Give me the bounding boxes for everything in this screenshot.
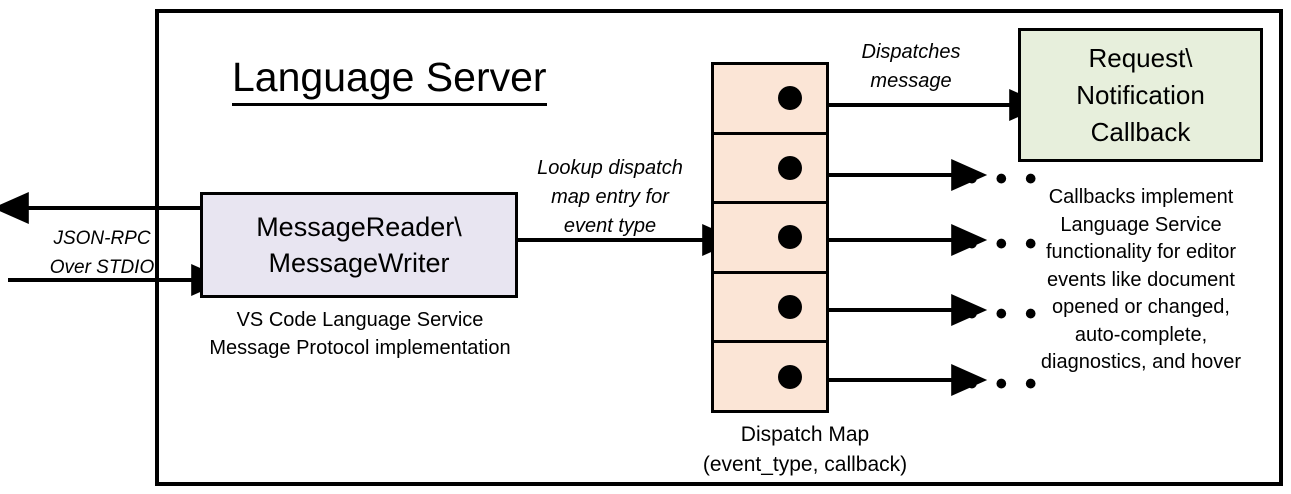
dispatch-map-row-4[interactable] (714, 273, 826, 344)
ellipsis-row-2: • • • (966, 160, 1041, 198)
ellipsis-row-5: • • • (966, 365, 1041, 403)
dispatches-message-label: Dispatches message (861, 41, 961, 92)
request-notification-callback-node[interactable]: Request\ Notification Callback (1018, 28, 1263, 162)
dispatch-map-row-5[interactable] (714, 343, 826, 410)
message-reader-writer-caption: VS Code Language Service Message Protoco… (209, 309, 511, 359)
request-notification-callback-caption: Callbacks implement Language Service fun… (1040, 186, 1242, 373)
callback-pointer-dot-icon (778, 225, 802, 250)
ellipsis-row-3: • • • (966, 225, 1041, 263)
dispatch-map-row-3[interactable] (714, 204, 826, 274)
callback-pointer-dot-icon (778, 295, 802, 320)
language-server-boundary (155, 9, 1283, 486)
message-reader-writer-node[interactable]: MessageReader\ MessageWriter (200, 192, 518, 298)
dispatch-map-row-2[interactable] (714, 134, 826, 205)
message-reader-writer-label: MessageReader\ MessageWriter (256, 212, 462, 278)
callback-pointer-dot-icon (778, 86, 802, 111)
page-title: Language Server (232, 52, 547, 106)
dispatch-map-table[interactable] (711, 62, 829, 413)
callback-pointer-dot-icon (778, 155, 802, 180)
request-notification-callback-label: Request\ Notification Callback (1076, 42, 1205, 147)
ellipsis-row-4: • • • (966, 295, 1041, 333)
dispatch-map-row-1[interactable] (714, 65, 826, 135)
jsonrpc-transport-label: JSON-RPC Over STDIO (49, 228, 155, 278)
lookup-dispatch-label: Lookup dispatch map entry for event type (537, 157, 683, 237)
dispatch-map-caption: Dispatch Map (event_type, callback) (702, 423, 908, 476)
callback-pointer-dot-icon (778, 364, 802, 389)
